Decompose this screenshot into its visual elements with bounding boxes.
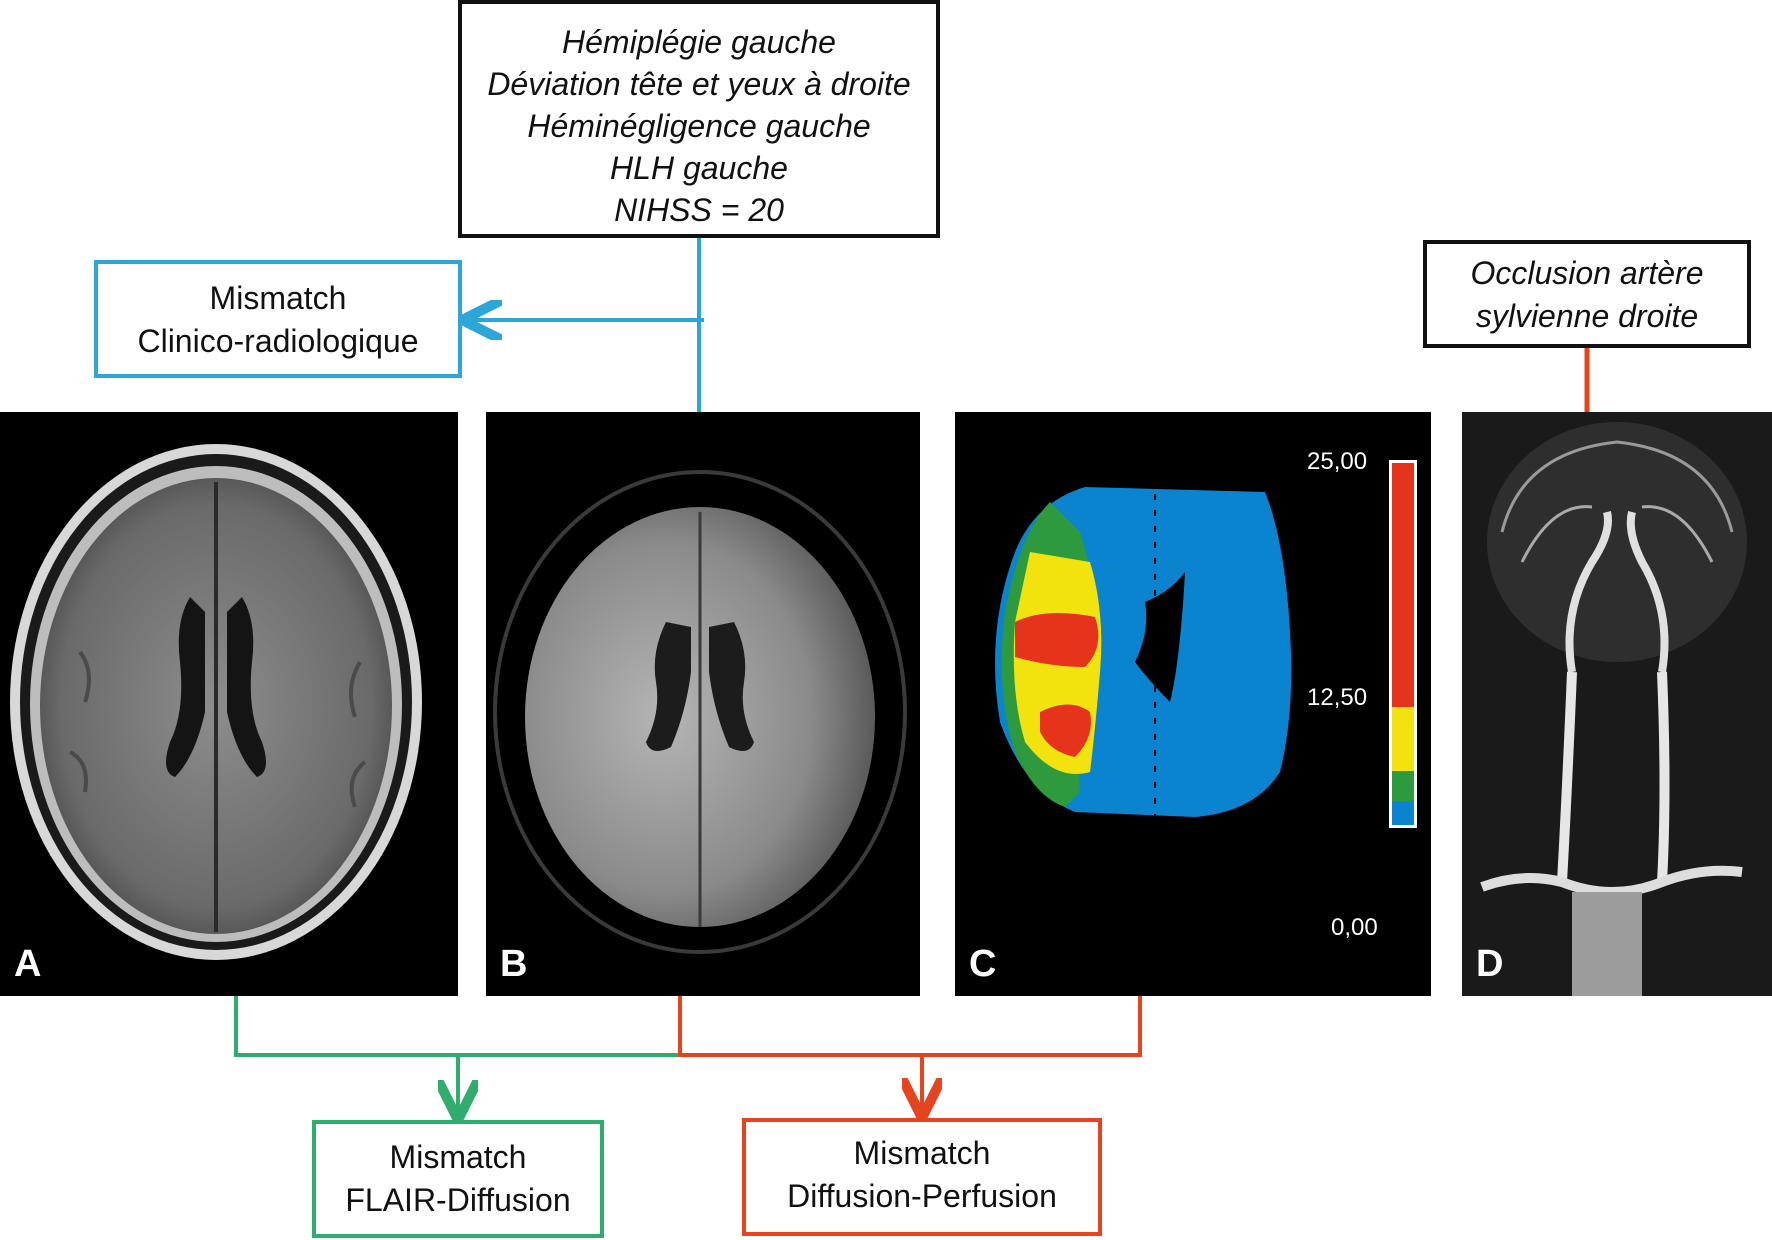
scale-min-label: 0,00 [1331, 914, 1378, 941]
panel-b-diffusion-mri: B [486, 412, 920, 996]
panel-d-label: D [1476, 943, 1504, 985]
scale-mid-label: 12,50 [1307, 684, 1368, 711]
occlusion-line-2: sylvienne droite [1475, 298, 1699, 334]
panel-c-perfusion-map: 25,00 12,50 0,00 C [955, 412, 1431, 996]
mismatch-flair-line-2: FLAIR-Diffusion [345, 1182, 571, 1218]
clinical-line-1: Hémiplégie gauche [562, 24, 836, 60]
mismatch-flair-line-1: Mismatch [389, 1139, 527, 1175]
mismatch-perfusion-line-2: Diffusion-Perfusion [787, 1178, 1057, 1214]
occlusion-line-1: Occlusion artère [1470, 255, 1704, 291]
green-connector [234, 996, 680, 1057]
occlusion-box: Occlusion artère sylvienne droite [1423, 240, 1751, 348]
panel-a-flair-mri: A [0, 412, 458, 996]
clinical-signs-box: Hémiplégie gauche Déviation tête et yeux… [458, 0, 940, 238]
mismatch-perfusion-line-1: Mismatch [853, 1135, 991, 1171]
clinical-line-4: HLH gauche [610, 150, 788, 186]
mismatch-diffusion-perfusion-box: Mismatch Diffusion-Perfusion [742, 1118, 1102, 1236]
mismatch-clinico-radiologique-box: Mismatch Clinico-radiologique [94, 260, 462, 378]
clinical-line-3: Héminégligence gauche [527, 108, 871, 144]
panel-a-label: A [14, 943, 42, 985]
mismatch-clinico-line-1: Mismatch [209, 280, 347, 316]
scale-max-label: 25,00 [1307, 448, 1368, 475]
clinical-line-5: NIHSS = 20 [614, 192, 784, 228]
mismatch-flair-diffusion-box: Mismatch FLAIR-Diffusion [312, 1120, 604, 1238]
clinical-line-2: Déviation tête et yeux à droite [487, 66, 911, 102]
mismatch-clinico-line-2: Clinico-radiologique [137, 323, 419, 359]
red-connector [678, 996, 1142, 1057]
panel-b-label: B [500, 943, 528, 985]
panel-c-label: C [969, 943, 997, 985]
panel-d-angiography: D [1462, 412, 1772, 996]
